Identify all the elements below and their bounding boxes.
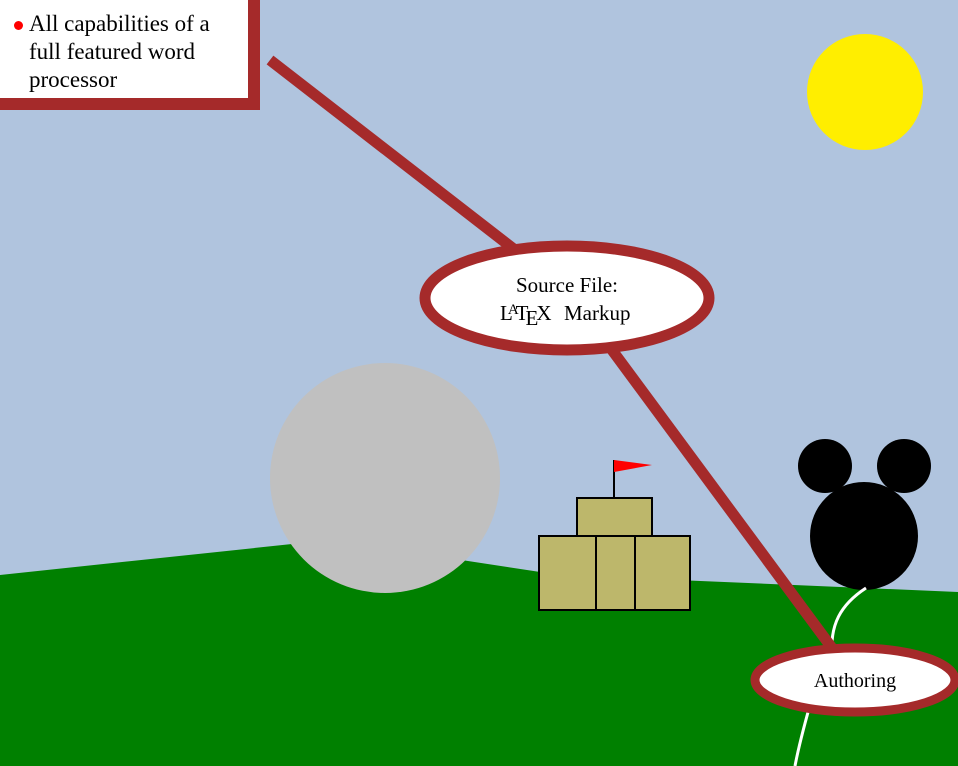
authoring-node: Authoring [750,643,958,717]
feature-callout: All capabilities of a full featured word… [0,0,260,110]
sun-icon [807,34,923,150]
source-file-title: Source File: [516,273,618,297]
castle-icon [538,460,691,611]
mouse-head-icon [798,439,931,590]
authoring-label: Authoring [814,670,896,692]
feature-bullet: All capabilities of a full featured word… [14,10,236,94]
flag-icon [614,460,652,472]
feature-text: All capabilities of a full featured word… [29,11,210,92]
connector-source-to-authoring [607,346,837,652]
connector-callout-to-source [266,55,519,255]
bullet-dot-icon [14,21,23,30]
source-file-subtitle: Markup [564,301,631,325]
boulder-shape [270,363,500,593]
source-file-node: Source File: LATEX Markup [419,240,715,356]
latex-logo: LATEX [500,301,552,330]
grass-field [0,540,958,766]
